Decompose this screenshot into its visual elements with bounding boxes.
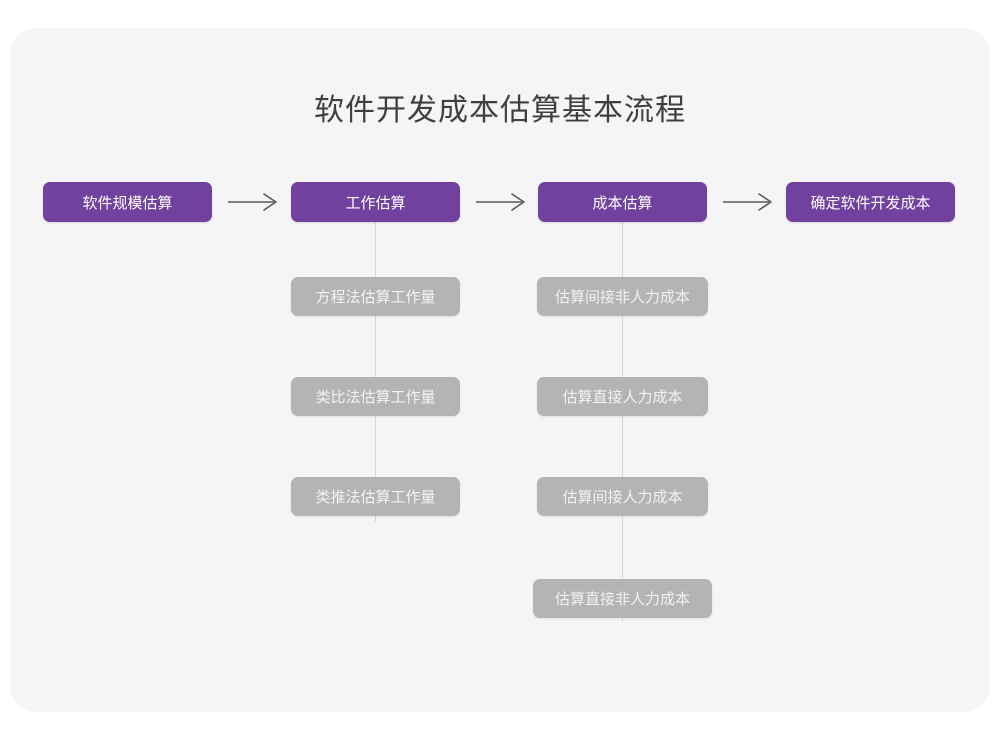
- sub-node-direct-labor-cost[interactable]: 估算直接人力成本: [537, 377, 708, 416]
- arrow-right-icon: [721, 190, 777, 214]
- flow-node-label: 软件规模估算: [82, 194, 173, 212]
- connector-line-work-estimation: [375, 222, 376, 522]
- sub-node-label: 估算直接人力成本: [562, 389, 683, 406]
- sub-node-indirect-labor-cost[interactable]: 估算间接人力成本: [537, 477, 708, 516]
- page-title: 软件开发成本估算基本流程: [314, 94, 686, 127]
- flow-node-software-size-estimation[interactable]: 软件规模估算: [43, 182, 212, 222]
- sub-node-indirect-non-labor-cost[interactable]: 估算间接非人力成本: [537, 277, 708, 316]
- arrow-right-icon: [474, 190, 530, 214]
- flow-node-determine-development-cost[interactable]: 确定软件开发成本: [786, 182, 955, 222]
- sub-node-label: 方程法估算工作量: [315, 289, 436, 306]
- sub-node-equation-method-effort[interactable]: 方程法估算工作量: [291, 277, 460, 316]
- arrow-right-icon: [226, 190, 282, 214]
- sub-node-label: 估算间接人力成本: [562, 489, 683, 506]
- sub-node-direct-non-labor-cost[interactable]: 估算直接非人力成本: [533, 579, 712, 618]
- sub-node-analogical-inference-effort[interactable]: 类推法估算工作量: [291, 477, 460, 516]
- flow-node-label: 成本估算: [592, 194, 653, 212]
- connector-line-cost-estimation: [622, 222, 623, 622]
- sub-node-label: 估算直接非人力成本: [554, 591, 690, 608]
- diagram-card-background: [10, 28, 990, 712]
- sub-node-label: 估算间接非人力成本: [554, 289, 690, 306]
- flow-node-label: 确定软件开发成本: [810, 194, 931, 212]
- flow-node-work-estimation[interactable]: 工作估算: [291, 182, 460, 222]
- sub-node-analogy-method-effort[interactable]: 类比法估算工作量: [291, 377, 460, 416]
- sub-node-label: 类推法估算工作量: [315, 489, 436, 506]
- sub-node-label: 类比法估算工作量: [315, 389, 436, 406]
- flow-node-label: 工作估算: [345, 194, 406, 212]
- flow-node-cost-estimation[interactable]: 成本估算: [538, 182, 707, 222]
